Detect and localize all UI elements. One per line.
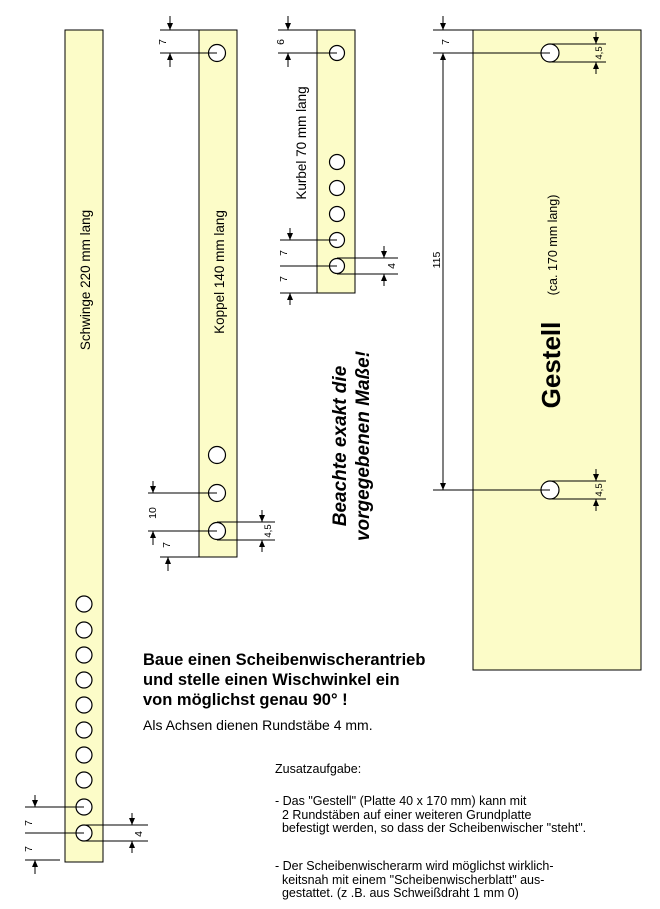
task-line-2: und stelle einen Wischwinkel ein: [143, 671, 400, 689]
schwinge-hole: [75, 746, 93, 764]
extra-item-2-line-3: gestattet. (z .B. aus Schweißdraht 1 mm …: [275, 886, 519, 901]
dim-koppel-spacing: 10: [147, 507, 159, 519]
koppel-hole: [207, 445, 227, 465]
koppel-label: Koppel 140 mm lang: [212, 210, 227, 334]
measurement-note: Beachte exakt die vorgegebenen Maße!: [330, 351, 374, 541]
kurbel-hole: [328, 153, 346, 171]
dimension-arrow: [150, 486, 156, 493]
task-heading: Baue einen Scheibenwischerantrieb und st…: [143, 650, 425, 710]
dim-gestell-offset-top: 4,5: [594, 46, 605, 59]
task-line-1: Baue einen Scheibenwischerantrieb: [143, 651, 426, 669]
dimension-arrow: [381, 251, 387, 258]
dimension-arrow: [259, 515, 265, 522]
note-line-2: vorgegebenen Maße!: [353, 351, 374, 541]
extra-item-1-line-2: 2 Rundstäben auf einer weiteren Grundpla…: [275, 807, 532, 822]
extra-item-1-line-1: - Das "Gestell" (Platte 40 x 170 mm) kan…: [275, 794, 527, 808]
extra-task-item-1: - Das "Gestell" (Platte 40 x 170 mm) kan…: [275, 794, 587, 836]
kurbel-label: Kurbel 70 mm lang: [294, 86, 309, 199]
dimension-arrow: [593, 474, 599, 481]
dim-gestell-distance: 115: [431, 251, 443, 268]
schwinge-hole: [75, 595, 93, 613]
dimension-arrow: [593, 37, 599, 44]
kurbel-hole: [328, 179, 346, 197]
dimension-arrow: [32, 800, 38, 807]
dim-schwinge-bottom: 7: [23, 846, 35, 852]
dim-kurbel-bottom: 7: [278, 276, 290, 282]
dim-koppel-offset: 4,5: [263, 524, 274, 537]
schwinge-hole: [75, 646, 93, 664]
dimension-arrow: [440, 23, 446, 30]
dimension-arrow: [165, 557, 171, 564]
extra-task-title: Zusatzaufgabe:: [275, 762, 362, 776]
dimension-arrow: [32, 860, 38, 867]
gestell-plate: [472, 29, 642, 671]
dimension-arrow: [259, 540, 265, 547]
task-line-3: von möglichst genau 90° !: [143, 691, 348, 709]
gestell-label: Gestell: [536, 322, 566, 409]
schwinge-label: Schwinge 220 mm lang: [78, 210, 93, 350]
dim-schwinge-top: 7: [23, 820, 35, 826]
dim-kurbel-top: 6: [275, 39, 287, 45]
dim-schwinge-offset: 4: [133, 831, 145, 837]
extra-item-1-line-3: befestigt werden, so dass der Scheibenwi…: [275, 821, 587, 836]
axes-note: Als Achsen dienen Rundstäbe 4 mm.: [143, 717, 373, 733]
schwinge-hole: [75, 621, 93, 639]
dim-gestell-top: 7: [440, 39, 452, 45]
dimension-arrow: [129, 841, 135, 848]
extra-item-2-line-2: keitsnah mit einem "Scheibenwischerblatt…: [275, 872, 545, 887]
dimension-arrow: [167, 23, 173, 30]
dim-gestell-offset-bottom: 4,5: [594, 483, 605, 496]
dimension-arrow: [593, 62, 599, 69]
dim-kurbel-spacing: 7: [278, 250, 290, 256]
koppel-bar: [198, 29, 238, 558]
dimension-arrow: [593, 499, 599, 506]
dimension-arrow: [381, 274, 387, 281]
schwinge-hole: [75, 721, 93, 739]
dimension-arrow: [440, 53, 446, 60]
dimension-arrow: [440, 483, 446, 490]
dim-kurbel-offset: 4: [386, 263, 398, 269]
dimension-arrow: [285, 23, 291, 30]
dimension-labels: 7 7 4 7 10 7 4,5 6 7 7 4 7 115 4,5 4,5: [23, 39, 605, 852]
dimension-arrow: [167, 53, 173, 60]
schwinge-hole: [75, 671, 93, 689]
dim-koppel-top: 7: [157, 39, 169, 45]
dim-koppel-bottom: 7: [161, 542, 173, 548]
dimension-arrow: [129, 818, 135, 825]
dimension-arrow: [150, 531, 156, 538]
dimension-arrow: [287, 293, 293, 300]
extra-item-2-line-1: - Der Scheibenwischerarm wird möglichst …: [275, 859, 554, 873]
dimension-arrow: [287, 233, 293, 240]
extra-task-item-2: - Der Scheibenwischerarm wird möglichst …: [275, 859, 554, 901]
gestell-sublabel: (ca. 170 mm lang): [546, 195, 560, 296]
schwinge-hole: [75, 771, 93, 789]
dimension-arrow: [285, 53, 291, 60]
kurbel-hole: [328, 205, 346, 223]
note-line-1: Beachte exakt die: [330, 365, 351, 526]
schwinge-hole: [75, 696, 93, 714]
dimension-lines: [25, 16, 606, 874]
